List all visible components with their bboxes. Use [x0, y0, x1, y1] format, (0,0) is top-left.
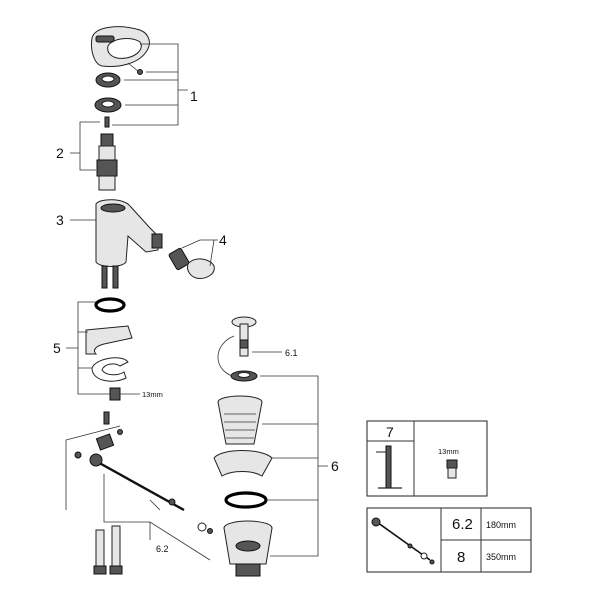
callout-6: 6: [331, 458, 339, 474]
threaded-stud: [103, 411, 110, 425]
supply-hoses-stub: [101, 265, 119, 289]
callout-6-1: 6.1: [285, 348, 298, 358]
callout-1: 1: [190, 88, 198, 104]
supply-hoses: [93, 525, 123, 575]
leader-6-2: [65, 425, 211, 561]
waste-body-upper: [217, 395, 263, 445]
callout-3: 3: [56, 212, 64, 228]
washer-horseshoe: [85, 325, 133, 355]
leader-1: [112, 43, 188, 126]
cartridge: [96, 133, 118, 191]
waste-body-lower: [223, 520, 273, 577]
rod-ref-1: 6.2: [452, 516, 473, 533]
rod-icon: [371, 517, 435, 565]
pivot-rod: [89, 453, 213, 534]
clip-horseshoe: [91, 357, 129, 382]
callout-5: 5: [53, 340, 61, 356]
cartridge-screw: [104, 116, 110, 128]
rod-length-legend: 6.2 180mm 8 350mm: [366, 507, 532, 573]
waste-o-ring: [224, 491, 268, 509]
handle-lever: [91, 26, 150, 67]
leader-4: [181, 239, 218, 267]
callout-2: 2: [56, 145, 64, 161]
fixing-nut: [109, 387, 121, 401]
legend-nut-size: 13mm: [438, 447, 459, 456]
cap-ring-1: [95, 72, 121, 88]
leader-6: [260, 375, 328, 557]
callout-6-2: 6.2: [156, 544, 169, 554]
tool-key-icon: [376, 445, 402, 489]
leader-5: [66, 301, 110, 395]
mixer-body: [95, 199, 163, 267]
legend-nut-icon: [446, 459, 458, 479]
tools-legend: 7 13mm: [366, 420, 488, 497]
swivel-joint: [168, 247, 190, 271]
plug-o-ring: [230, 370, 258, 382]
rod-ref-2: 8: [457, 549, 465, 566]
leader-2: [70, 121, 100, 171]
cap-ring-2: [94, 97, 122, 113]
rod-length-2: 350mm: [486, 552, 516, 562]
leader-6-1: [217, 335, 282, 377]
callout-4: 4: [219, 232, 227, 248]
o-ring-seal: [94, 297, 126, 313]
set-screw: [127, 62, 143, 75]
waste-washer: [213, 450, 273, 477]
tool-number: 7: [386, 424, 394, 440]
spray-nozzle: [187, 258, 215, 279]
rod-length-1: 180mm: [486, 520, 516, 530]
pop-up-plug: [231, 316, 257, 357]
linkage-connector: [74, 429, 123, 459]
nut-size-label: 13mm: [142, 390, 163, 399]
